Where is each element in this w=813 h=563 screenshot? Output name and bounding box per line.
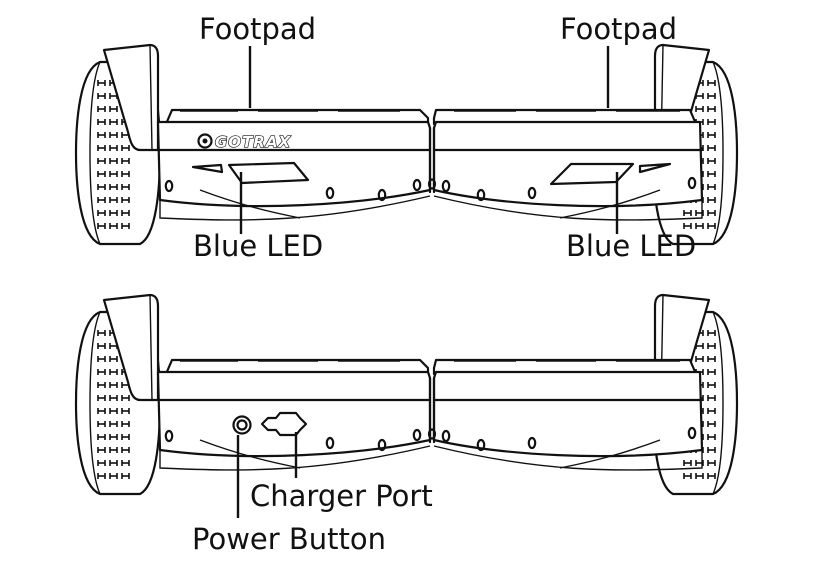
center-hinge-bottom bbox=[428, 376, 436, 444]
brand-text: GOTRAX bbox=[215, 133, 291, 151]
power-button-icon bbox=[232, 415, 252, 435]
label-footpad-right: Footpad bbox=[560, 12, 677, 46]
label-blue-led-right: Blue LED bbox=[566, 229, 696, 263]
label-power-button: Power Button bbox=[192, 522, 386, 556]
label-blue-led-left: Blue LED bbox=[193, 229, 323, 263]
hoverboard-bottom bbox=[76, 295, 737, 518]
gotrax-logo: GOTRAX bbox=[197, 132, 291, 152]
label-charger-port: Charger Port bbox=[250, 479, 433, 513]
label-footpad-left: Footpad bbox=[199, 12, 316, 46]
charger-port-icon bbox=[260, 411, 308, 437]
hoverboard-top: GOTRAX Footpad Footpad Blue LED Blue LED bbox=[76, 12, 737, 263]
blue-led-left bbox=[227, 161, 310, 185]
center-hinge bbox=[428, 126, 436, 194]
